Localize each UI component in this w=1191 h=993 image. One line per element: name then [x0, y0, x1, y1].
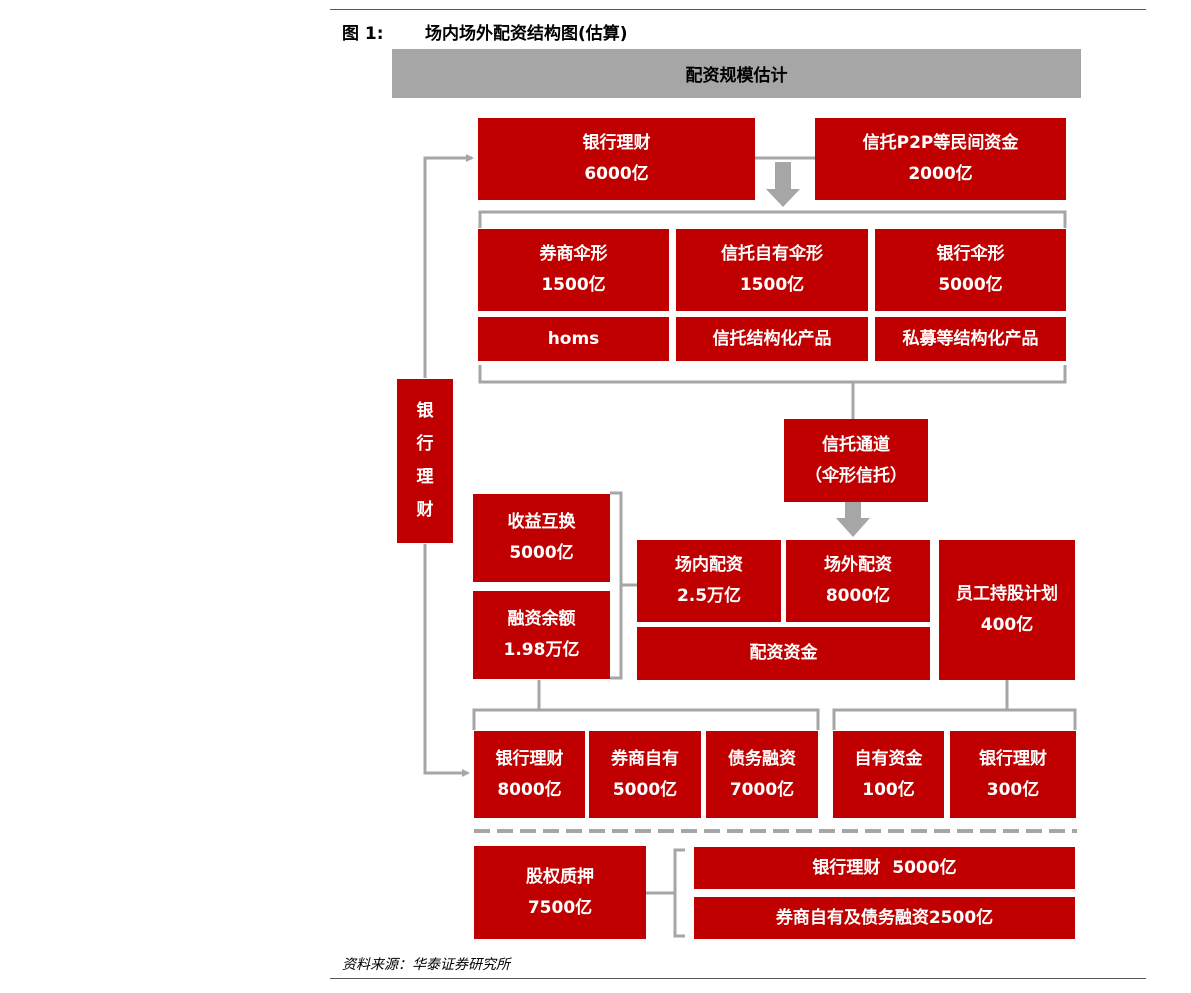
- equity-pledge-box: 股权质押 7500亿: [474, 846, 646, 939]
- trust-own-umbrella-value: 1500亿: [739, 275, 805, 295]
- broker-umbrella-name: 券商伞形: [539, 244, 608, 264]
- side-loop-arrow-bottom: [423, 544, 470, 777]
- side-char-3: 理: [416, 467, 434, 487]
- side-char-1: 银: [416, 401, 434, 421]
- equity-pledge-value: 7500亿: [527, 897, 593, 918]
- pledge-source-bank-box: 银行理财 5000亿: [694, 847, 1075, 889]
- homs-product-label: homs: [547, 328, 600, 349]
- allocation-funds-label: 配资资金: [749, 643, 818, 663]
- bracket-umbrella-bottom: [478, 365, 1067, 384]
- bank-wealth-source-box: 银行理财 6000亿: [478, 118, 755, 200]
- figure-label: 图 1:: [342, 24, 384, 44]
- pledge-source-broker-box: 券商自有及债务融资2500亿: [694, 897, 1075, 939]
- broker-umbrella-value: 1500亿: [541, 275, 606, 295]
- bracket-pledge: [673, 848, 685, 938]
- pledge-source-broker-label: 券商自有及债务融资2500亿: [775, 907, 994, 928]
- onsite-allocation-name: 场内配资: [675, 555, 743, 575]
- esop-name: 员工持股计划: [956, 584, 1058, 604]
- equity-pledge-name: 股权质押: [526, 866, 594, 887]
- bottom-debt-financing-name: 债务融资: [728, 748, 796, 769]
- offsite-allocation-name: 场外配资: [824, 555, 892, 575]
- bracket-bottom-right: [832, 708, 1077, 730]
- bank-umbrella-name: 银行伞形: [936, 244, 1005, 264]
- return-swap-value: 5000亿: [509, 543, 574, 563]
- bottom-bank-wealth-2-value: 300亿: [986, 779, 1040, 800]
- trust-channel-line1: 信托通道: [822, 434, 890, 455]
- margin-balance-name: 融资余额: [507, 609, 576, 629]
- side-loop-arrow-top: [423, 154, 474, 378]
- bottom-broker-own-value: 5000亿: [612, 779, 678, 800]
- private-structured-product-label: 私募等结构化产品: [902, 328, 1039, 349]
- trust-structured-product-label: 信托结构化产品: [712, 328, 832, 349]
- side-char-2: 行: [416, 434, 434, 454]
- block-arrow-trust: [836, 502, 870, 537]
- trust-p2p-source-value: 2000亿: [908, 164, 973, 184]
- bank-umbrella-box: 银行伞形 5000亿: [875, 229, 1066, 311]
- bank-wealth-source-value: 6000亿: [584, 164, 649, 184]
- bracket-bottom-left: [472, 708, 820, 730]
- top-rule: [330, 9, 1146, 10]
- esop-value: 400亿: [980, 615, 1034, 635]
- trust-channel-line2: （伞形信托）: [805, 465, 907, 486]
- side-bank-wealth-box: 银 行 理 财: [397, 379, 453, 543]
- bottom-bank-wealth-box: 银行理财 8000亿: [474, 731, 585, 818]
- banner-allocation-scale: 配资规模估计: [392, 49, 1081, 98]
- offsite-allocation-box: 场外配资 8000亿: [786, 540, 930, 622]
- side-char-4: 财: [416, 500, 434, 520]
- bottom-broker-own-name: 券商自有: [611, 748, 679, 769]
- margin-balance-value: 1.98万亿: [503, 640, 580, 660]
- trust-own-umbrella-box: 信托自有伞形 1500亿: [676, 229, 868, 311]
- offsite-allocation-value: 8000亿: [825, 586, 891, 606]
- figure-source: 资料来源：华泰证券研究所: [342, 957, 510, 973]
- bottom-bank-wealth-2-box: 银行理财 300亿: [950, 731, 1076, 818]
- bottom-own-funds-box: 自有资金 100亿: [833, 731, 944, 818]
- bottom-debt-financing-value: 7000亿: [729, 779, 795, 800]
- esop-box: 员工持股计划 400亿: [939, 540, 1075, 680]
- trust-channel-box: 信托通道 （伞形信托）: [784, 419, 928, 502]
- block-arrow-top: [766, 162, 800, 207]
- broker-umbrella-box: 券商伞形 1500亿: [478, 229, 669, 311]
- bottom-own-funds-value: 100亿: [862, 779, 915, 800]
- allocation-funds-box: 配资资金: [637, 627, 930, 680]
- bottom-broker-own-box: 券商自有 5000亿: [589, 731, 701, 818]
- homs-product-box: homs: [478, 317, 669, 361]
- bottom-debt-financing-box: 债务融资 7000亿: [706, 731, 818, 818]
- bottom-bank-wealth-name: 银行理财: [495, 748, 564, 769]
- bottom-bank-wealth-2-name: 银行理财: [979, 748, 1047, 769]
- bracket-left-stack: [610, 491, 623, 680]
- pledge-source-bank-label: 银行理财 5000亿: [812, 857, 957, 878]
- margin-balance-box: 融资余额 1.98万亿: [473, 591, 610, 679]
- figure-title: 场内场外配资结构图(估算): [425, 24, 628, 44]
- trust-p2p-source-name: 信托P2P等民间资金: [862, 133, 1019, 153]
- return-swap-name: 收益互换: [507, 512, 576, 532]
- return-swap-box: 收益互换 5000亿: [473, 494, 610, 582]
- bottom-own-funds-name: 自有资金: [854, 748, 923, 769]
- trust-own-umbrella-name: 信托自有伞形: [721, 244, 823, 264]
- trust-p2p-source-box: 信托P2P等民间资金 2000亿: [815, 118, 1066, 200]
- bottom-bank-wealth-value: 8000亿: [497, 779, 562, 800]
- bracket-umbrella-top: [478, 210, 1067, 228]
- bottom-rule: [330, 978, 1146, 979]
- private-structured-product-box: 私募等结构化产品: [875, 317, 1066, 361]
- onsite-allocation-box: 场内配资 2.5万亿: [637, 540, 781, 622]
- bank-wealth-source-name: 银行理财: [582, 133, 651, 153]
- trust-structured-product-box: 信托结构化产品: [676, 317, 868, 361]
- onsite-allocation-value: 2.5万亿: [676, 586, 742, 606]
- bank-umbrella-value: 5000亿: [938, 275, 1003, 295]
